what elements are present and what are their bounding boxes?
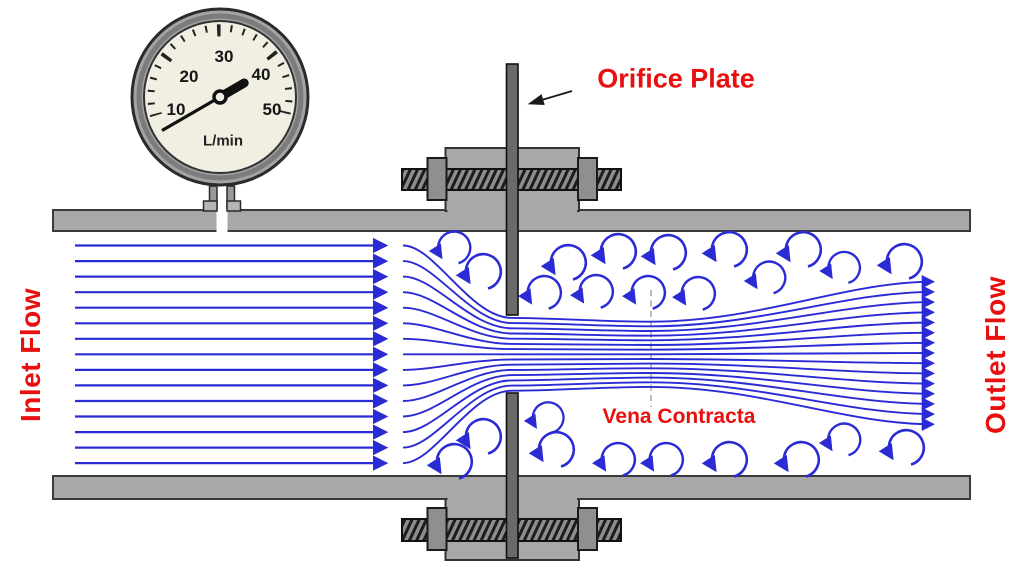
orifice-streamlines [402,244,935,465]
nut-bottom-left [426,507,448,551]
pressure-gauge [130,7,310,234]
nut-bottom-right [577,507,598,551]
gauge-needle [161,78,249,132]
orifice-plate [505,63,519,559]
orifice-callout-arrow [527,90,573,106]
gauge-port-bore [216,208,228,234]
nut-top-right [577,157,598,201]
nut-top-left [426,157,448,201]
needle-hub [212,89,228,105]
gauge-major-ticks [147,24,293,117]
inlet-streamlines [75,237,389,471]
